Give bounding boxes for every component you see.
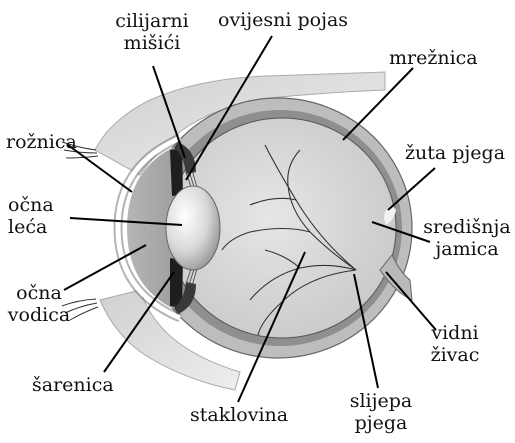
label-cilijarni-misici: cilijarni mišići: [92, 10, 212, 54]
label-staklovina: staklovina: [190, 404, 288, 426]
label-roznica: rožnica: [6, 131, 77, 153]
label-sredisnja-jamica: središnja jamica: [422, 216, 512, 260]
label-ovijesni-pojas: ovijesni pojas: [218, 9, 348, 31]
label-sarenica: šarenica: [32, 374, 114, 396]
label-zuta-pjega: žuta pjega: [405, 142, 505, 164]
lens: [166, 186, 220, 270]
label-mreznica: mrežnica: [389, 47, 478, 69]
label-vidni-zivac: vidni živac: [425, 322, 485, 366]
label-ocna-leca: očna leća: [8, 194, 68, 238]
label-slijepa-pjega: slijepa pjega: [340, 390, 422, 434]
label-ocna-vodica: očna vodica: [6, 282, 72, 326]
